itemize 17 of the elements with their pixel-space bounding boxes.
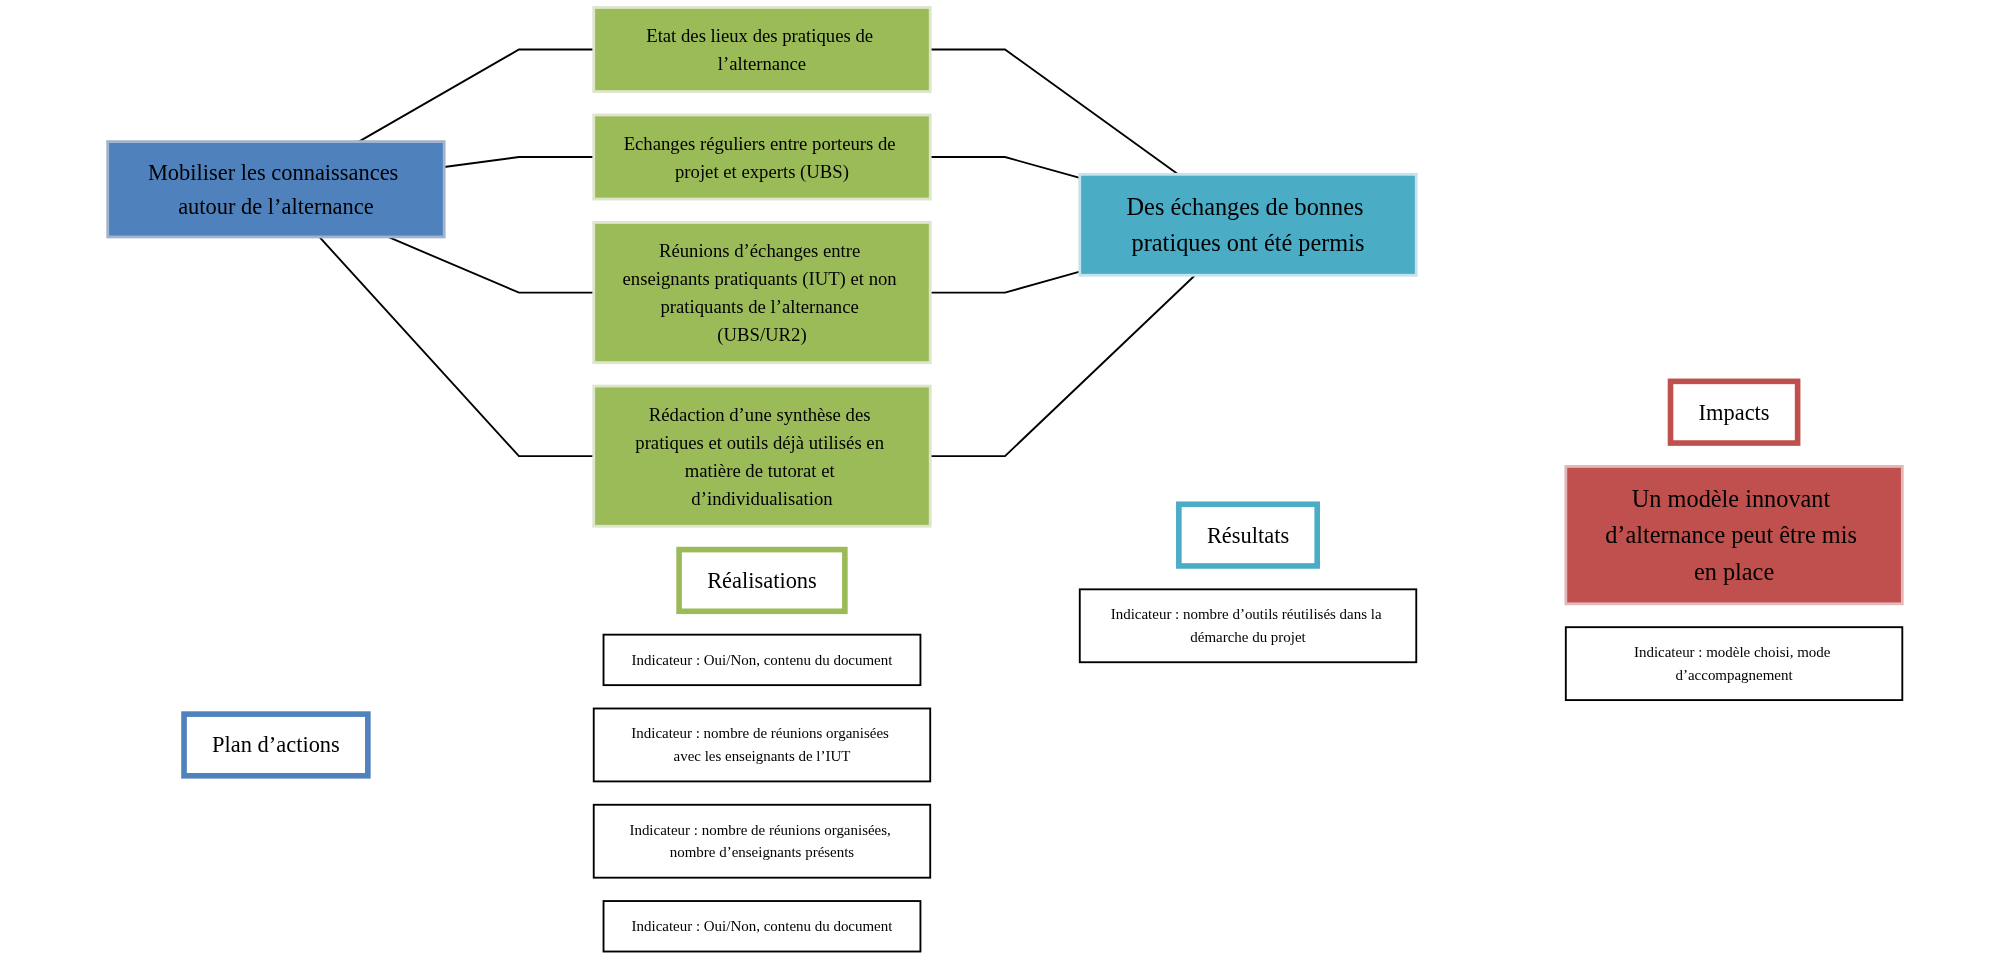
- node-box: Indicateur : nombre d’outils réutilisés dans la démarche du projet: [1078, 588, 1418, 664]
- node-box: Rédaction d’une synthèse des pratiques et outils déjà utilisés en matière de tutorat et d’individualisation: [592, 384, 932, 528]
- node-box: Résultats: [1176, 501, 1320, 569]
- node-box: Des échanges de bonnes pratiques ont été permis: [1078, 172, 1418, 277]
- node-box: Un modèle innovant d’alternance peut être mis en place: [1564, 465, 1904, 606]
- node-box: Impacts: [1667, 378, 1801, 446]
- node-box: Plan d’actions: [181, 711, 371, 779]
- node-box: Etat des lieux des pratiques de l’alternance: [592, 6, 932, 93]
- node-box: Indicateur : Oui/Non, contenu du document: [602, 633, 922, 687]
- node-box: Réunions d’échanges entre enseignants pratiquants (IUT) et non pratiquants de l’alternance (UBS/UR2): [592, 221, 932, 365]
- node-box: Indicateur : nombre de réunions organisées avec les enseignants de l’IUT: [592, 707, 932, 783]
- node-box: Indicateur : nombre de réunions organisées, nombre d’enseignants présents: [592, 803, 932, 879]
- node-box: Indicateur : modèle choisi, mode d’accompagnement: [1564, 626, 1904, 702]
- node-box: Réalisations: [676, 546, 848, 615]
- node-box: Mobiliser les connaissances autour de l’alternance: [106, 140, 446, 239]
- node-box: Echanges réguliers entre porteurs de projet et experts (UBS): [592, 113, 932, 201]
- node-box: Indicateur : Oui/Non, contenu du document: [602, 900, 922, 953]
